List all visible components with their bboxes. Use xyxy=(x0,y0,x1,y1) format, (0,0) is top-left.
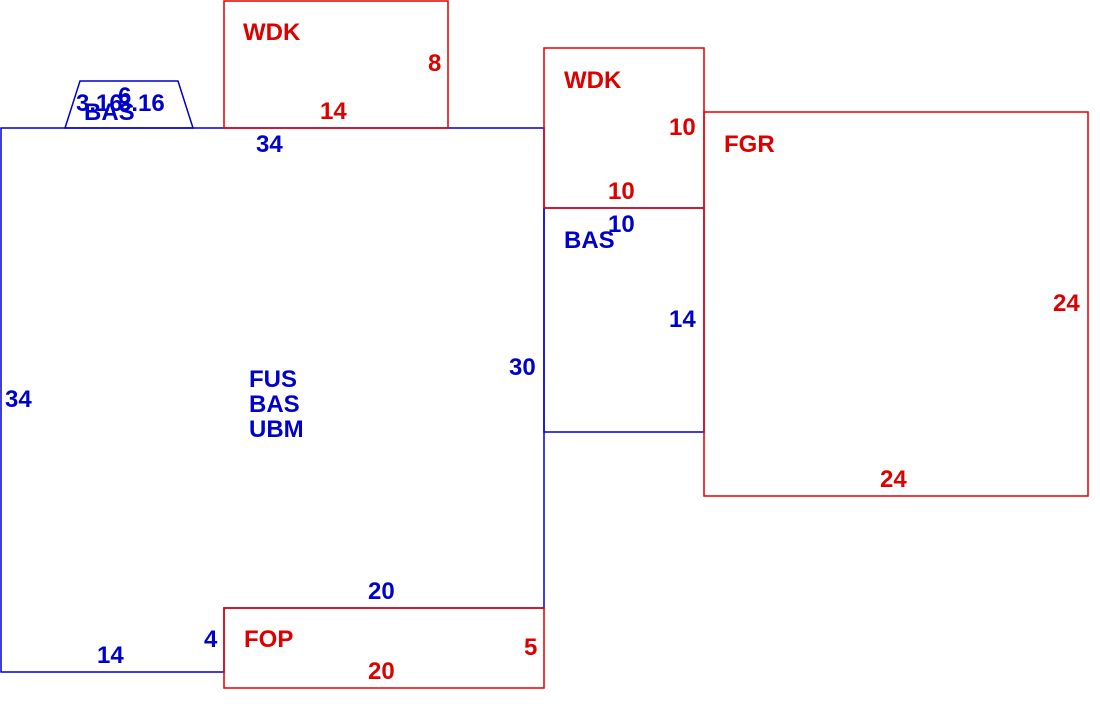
fop-dim-bottom: 20 xyxy=(368,658,395,685)
fop-labels: FOP 20 5 xyxy=(244,626,537,685)
bas-small-label: BAS xyxy=(84,99,135,126)
bas-small-outline xyxy=(63,80,195,129)
fop-dim-right: 5 xyxy=(524,634,537,661)
wdk-top-outline xyxy=(223,0,449,129)
main-label-bas: BAS xyxy=(249,391,300,418)
fgr-dim-bottom: 24 xyxy=(880,466,907,493)
fgr-label: FGR xyxy=(724,131,775,158)
bas-small-dim-left: 3.16 xyxy=(76,90,123,117)
bas-right-dim-right: 14 xyxy=(669,306,696,333)
main-label-fus: FUS xyxy=(249,366,297,393)
main-dim-top: 34 xyxy=(256,131,283,158)
wdk-right-dim-bottom: 10 xyxy=(608,178,635,205)
bas-right-labels: BAS 10 14 xyxy=(564,211,696,333)
main-dim-bottom: 14 xyxy=(97,642,124,669)
wdk-right-label: WDK xyxy=(564,67,622,94)
main-label-ubm: UBM xyxy=(249,416,304,443)
wdk-top-dim-bottom: 14 xyxy=(320,98,347,125)
wdk-right-dim-right: 10 xyxy=(669,114,696,141)
bas-right-dim-top: 10 xyxy=(608,211,635,238)
fgr-dim-right: 24 xyxy=(1053,290,1080,317)
wdk-top-labels: WDK 14 8 xyxy=(243,19,441,125)
fop-label: FOP xyxy=(244,626,293,653)
main-area-dims: 34 34 30 14 20 4 xyxy=(5,131,536,669)
main-dim-notch-height: 4 xyxy=(204,626,218,653)
wdk-top-dim-right: 8 xyxy=(428,50,441,77)
main-area-labels: FUS BAS UBM xyxy=(249,366,304,443)
fgr-outline xyxy=(703,111,1089,497)
fgr-labels: FGR 24 24 xyxy=(724,131,1080,493)
wdk-top-label: WDK xyxy=(243,19,301,46)
fop-outline xyxy=(223,607,545,689)
main-dim-right: 30 xyxy=(509,354,536,381)
bas-right-label: BAS xyxy=(564,227,615,254)
bas-small-dim-right: 3.16 xyxy=(118,90,165,117)
main-dim-left: 34 xyxy=(5,386,32,413)
bas-small-labels: 3.16 3.16 6 BAS xyxy=(76,83,165,126)
wdk-right-labels: WDK 10 10 xyxy=(564,67,696,205)
main-dim-notch-width: 20 xyxy=(368,578,395,605)
bas-small-dim-top: 6 xyxy=(118,83,131,110)
